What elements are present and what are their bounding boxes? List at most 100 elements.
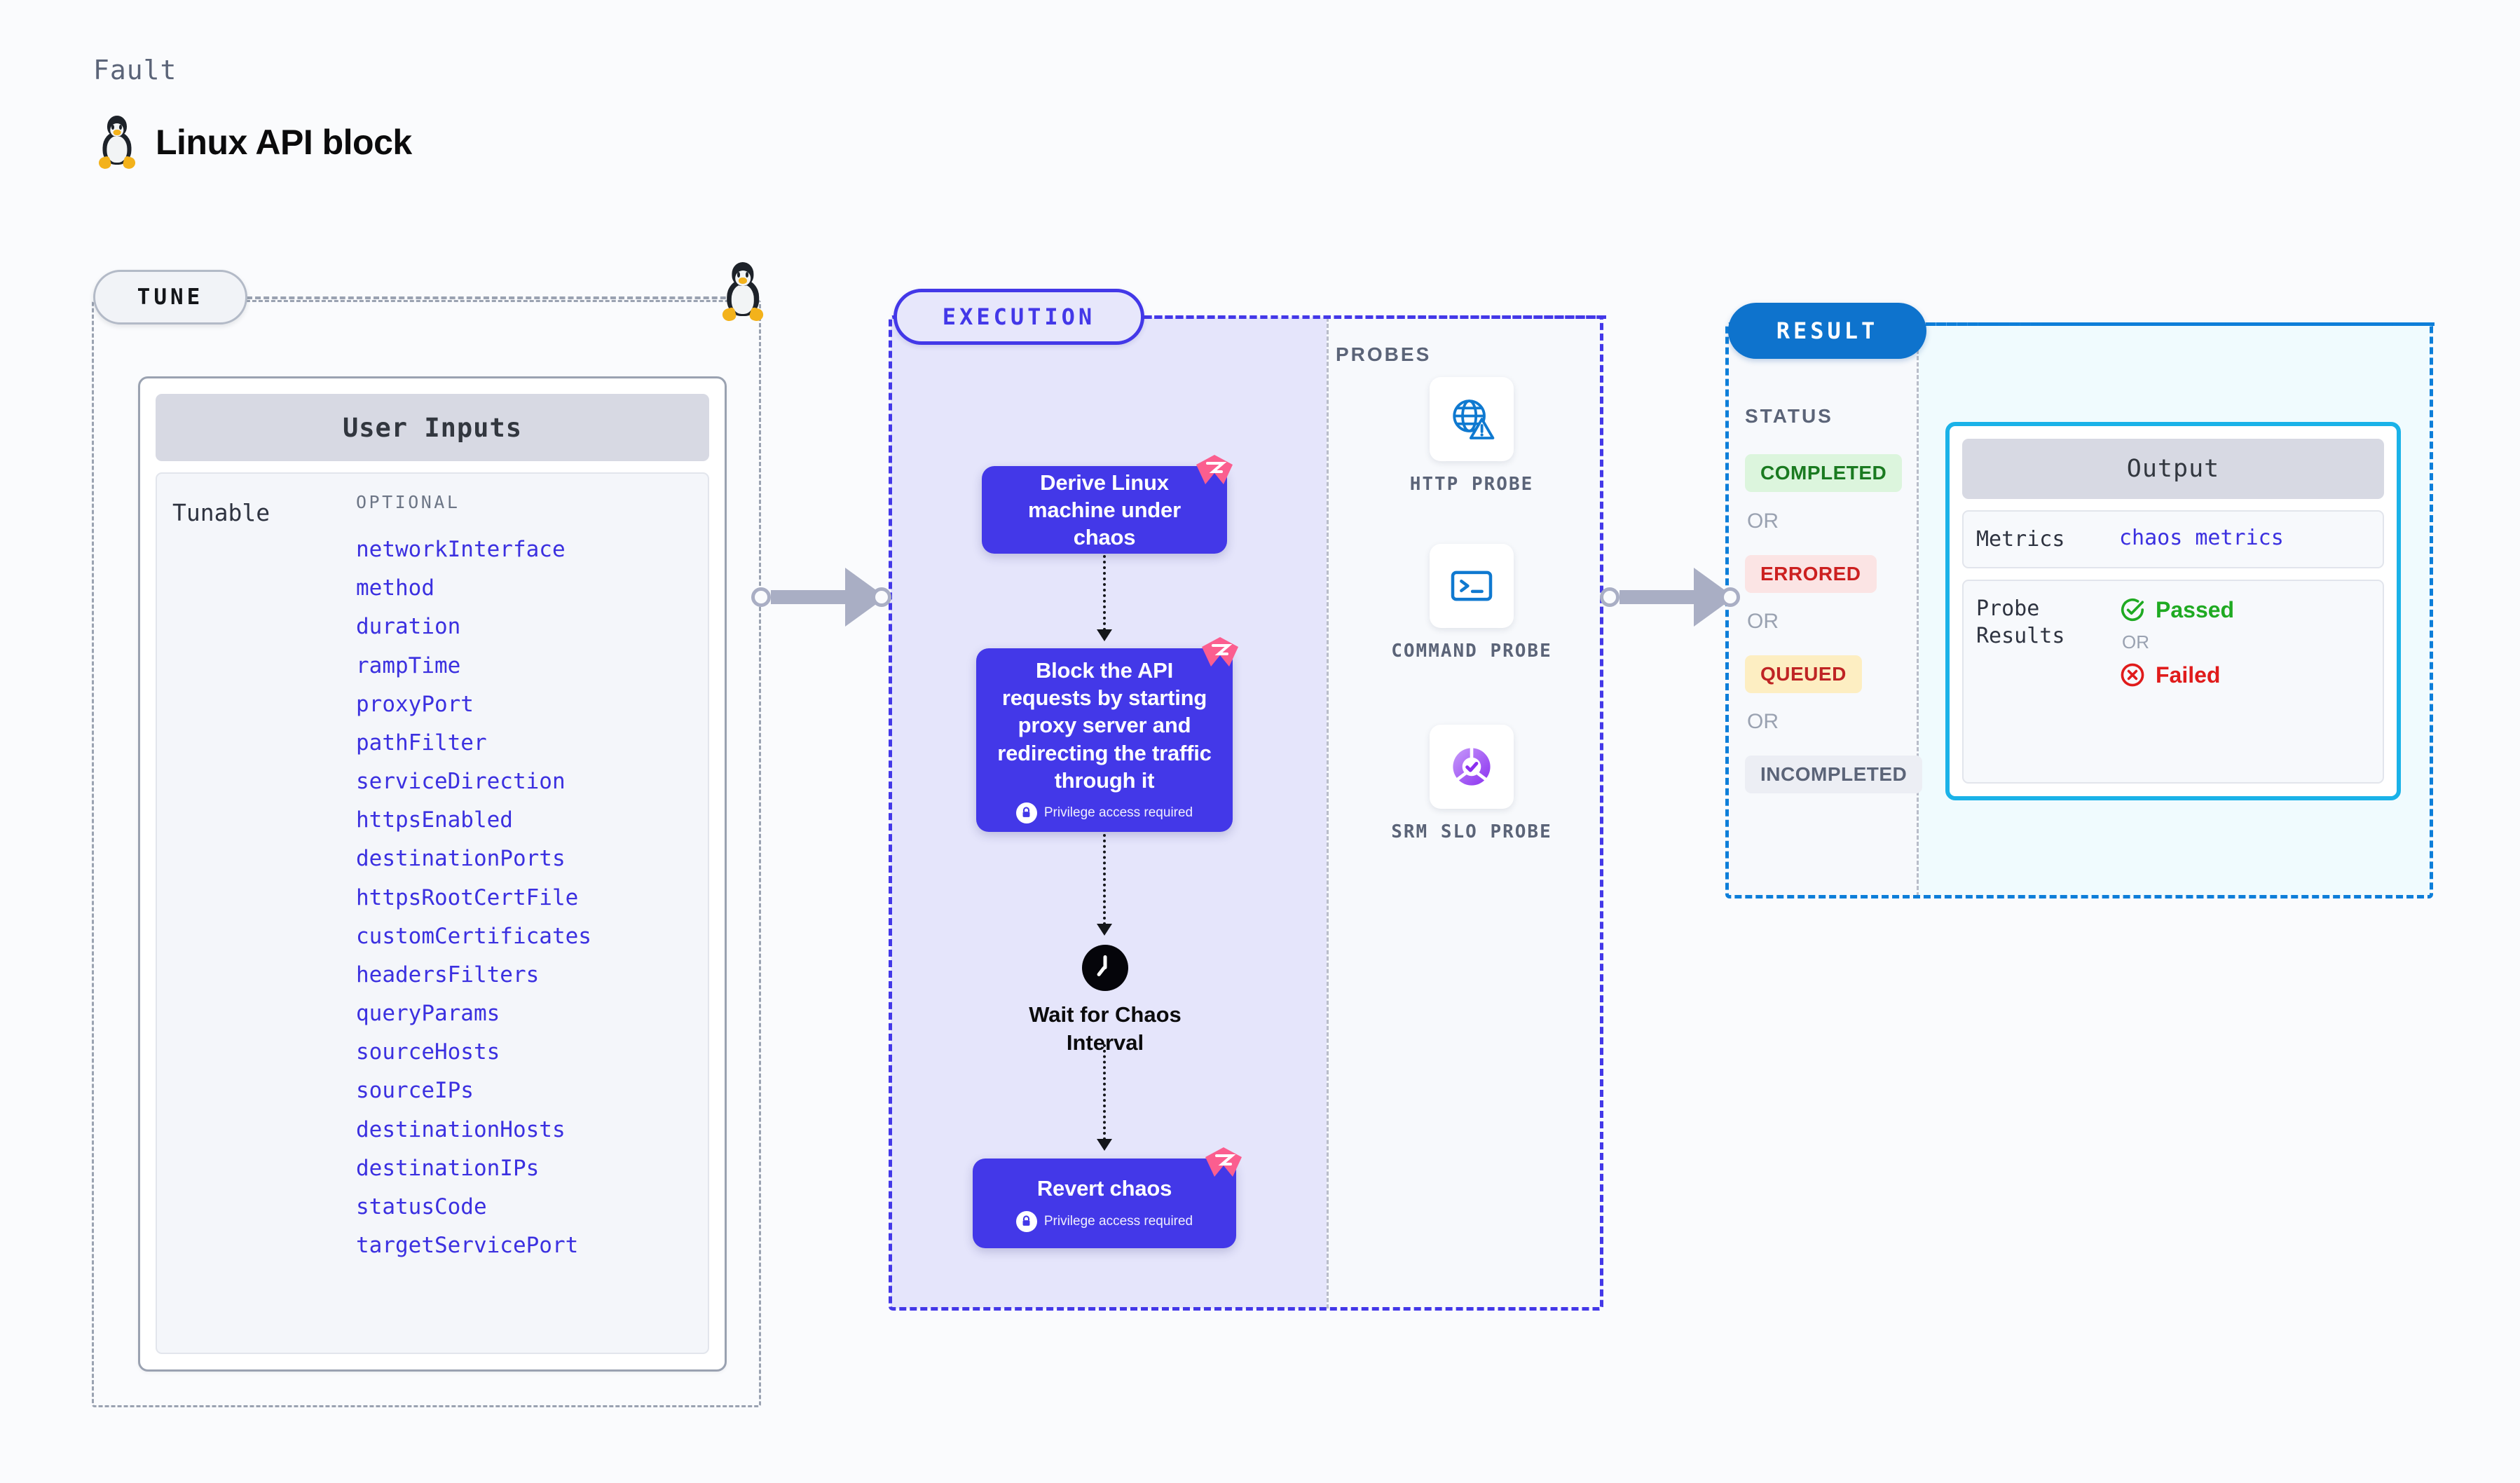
probe-http[interactable]: HTTP PROBE (1374, 377, 1570, 496)
tunable-item[interactable]: sourceIPs (356, 1078, 474, 1104)
tune-connector-line (247, 296, 751, 299)
probe-label: HTTP PROBE (1409, 474, 1534, 495)
status-badge: COMPLETED (1745, 454, 1903, 492)
execution-connector-line (1144, 315, 1606, 319)
privilege-note-text: Privilege access required (1043, 1213, 1193, 1229)
privilege-note: Privilege access required (1015, 802, 1193, 823)
litmus-logo-icon (1202, 637, 1238, 667)
tunable-item[interactable]: proxyPort (356, 691, 474, 717)
page-title-row: Linux API block (97, 116, 412, 171)
tunable-item[interactable]: method (356, 575, 434, 601)
output-metrics-value[interactable]: chaos metrics (2119, 526, 2284, 550)
output-header: Output (1962, 439, 2384, 499)
clock-icon (1082, 945, 1128, 991)
user-inputs-card: User Inputs Tunable OPTIONAL networkInte… (138, 376, 727, 1372)
tunable-item[interactable]: headersFilters (356, 962, 540, 987)
x-circle-icon (2121, 663, 2144, 687)
output-metrics-key: Metrics (1976, 527, 2065, 552)
flow-edge-arrow (1097, 629, 1112, 641)
probe-label: COMMAND PROBE (1391, 641, 1552, 662)
execution-pill[interactable]: EXECUTION (893, 289, 1144, 345)
tunable-item[interactable]: duration (356, 614, 461, 640)
privilege-note-text: Privilege access required (1043, 805, 1193, 820)
litmus-logo-icon (1196, 455, 1233, 484)
connector-end-dot (1720, 587, 1740, 607)
globe-warning-icon (1430, 377, 1514, 461)
tunable-item[interactable]: httpsRootCertFile (356, 884, 579, 910)
connector-bar (771, 590, 847, 604)
connector-start-dot (1600, 587, 1619, 607)
page-title: Linux API block (156, 123, 412, 162)
connector-tune-to-execution (751, 568, 891, 627)
output-metrics-row: Metrics chaos metrics (1962, 510, 2384, 568)
tunable-item[interactable]: queryParams (356, 1001, 500, 1027)
flow-edge-arrow (1097, 924, 1112, 936)
tunable-item[interactable]: destinationHosts (356, 1116, 566, 1142)
optional-group: OPTIONAL networkInterface method duratio… (356, 492, 591, 1339)
probes-title: PROBES (1336, 343, 1432, 365)
flow-edge (1103, 1044, 1106, 1140)
tunable-item[interactable]: networkInterface (356, 537, 566, 562)
flow-node-label: Block the API requests by starting proxy… (997, 658, 1212, 793)
slo-gauge-check-icon (1430, 725, 1514, 809)
tux-penguin-icon (97, 116, 137, 171)
check-circle-icon (2121, 599, 2144, 622)
output-probe-key: Probe Results (1976, 596, 2065, 648)
litmus-logo-icon (1205, 1147, 1242, 1177)
flow-node-block-api[interactable]: Block the API requests by starting proxy… (976, 637, 1238, 832)
lock-icon (1015, 1210, 1037, 1232)
optional-group-title: OPTIONAL (356, 492, 460, 512)
terminal-icon (1430, 544, 1514, 628)
tunable-item[interactable]: pathFilter (356, 730, 487, 756)
tune-panel (92, 300, 761, 1407)
tunable-item[interactable]: targetServicePort (356, 1233, 579, 1259)
flow-node-label: Derive Linux machine under chaos (1028, 470, 1181, 550)
flow-node-revert-chaos[interactable]: Revert chaos Privilege access required (973, 1147, 1242, 1248)
or-separator: OR (1747, 510, 1779, 533)
tunable-item[interactable]: httpsEnabled (356, 807, 513, 833)
probe-srm-slo[interactable]: SRM SLO PROBE (1374, 725, 1570, 844)
or-separator: OR (1747, 610, 1779, 633)
tunable-item[interactable]: customCertificates (356, 923, 591, 949)
wait-node-label: Wait for Chaos Interval (1029, 1002, 1182, 1055)
status-badge: ERRORED (1745, 555, 1877, 593)
lock-icon (1015, 802, 1037, 823)
result-connector-line (1926, 322, 2435, 326)
tunable-item[interactable]: serviceDirection (356, 769, 566, 795)
connector-execution-to-result (1600, 568, 1740, 627)
tux-penguin-icon (721, 262, 765, 323)
connector-start-dot (751, 587, 771, 607)
status-badge: INCOMPLETED (1745, 756, 1923, 793)
flow-edge (1103, 555, 1106, 631)
flow-edge-arrow (1097, 1139, 1112, 1151)
probe-result-failed: Failed (2119, 662, 2234, 688)
tunable-item[interactable]: destinationPorts (356, 846, 566, 872)
or-separator: OR (1747, 710, 1779, 733)
tune-pill[interactable]: TUNE (93, 270, 247, 324)
flow-node-wait-interval: Wait for Chaos Interval (1018, 945, 1193, 1056)
probe-failed-label: Failed (2156, 662, 2221, 688)
probe-command[interactable]: COMMAND PROBE (1374, 544, 1570, 663)
tunable-item[interactable]: rampTime (356, 652, 461, 678)
result-status-background (1727, 324, 1919, 896)
output-probe-values: Passed OR Failed (2119, 595, 2234, 688)
status-badge: QUEUED (1745, 655, 1862, 693)
tunable-item[interactable]: sourceHosts (356, 1039, 500, 1065)
result-pill[interactable]: RESULT (1728, 303, 1926, 359)
tunable-item[interactable]: destinationIPs (356, 1155, 540, 1181)
connector-bar (1619, 590, 1695, 604)
probe-passed-label: Passed (2156, 596, 2235, 622)
user-inputs-header: User Inputs (156, 394, 709, 461)
user-inputs-body: Tunable OPTIONAL networkInterface method… (156, 472, 709, 1354)
connector-end-dot (872, 587, 891, 607)
output-probe-results-row: Probe Results Passed OR Failed (1962, 580, 2384, 784)
flow-node-derive-machine[interactable]: Derive Linux machine under chaos (982, 455, 1233, 554)
fault-kicker: Fault (93, 55, 177, 86)
tunable-label: Tunable (172, 499, 271, 526)
probe-label: SRM SLO PROBE (1391, 821, 1552, 842)
status-title: STATUS (1745, 405, 1833, 427)
flow-edge (1103, 834, 1106, 925)
probes-background (1327, 317, 1601, 1308)
tunable-item[interactable]: statusCode (356, 1194, 487, 1219)
